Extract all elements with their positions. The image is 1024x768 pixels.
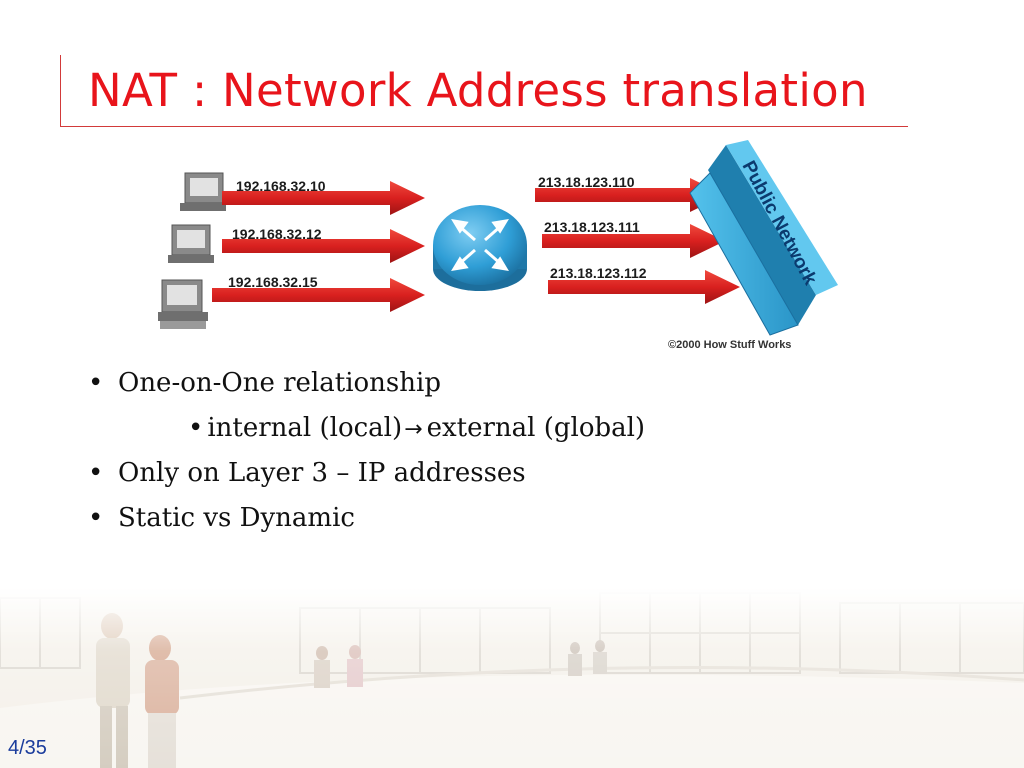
bullet-marker: •	[88, 368, 104, 398]
page-number: 4/35	[8, 737, 47, 759]
bullet-text: Static vs Dynamic	[118, 503, 355, 533]
title-vertical-rule	[60, 55, 61, 127]
nat-diagram: 192.168.32.10 192.168.32.12 192.168.32.1…	[158, 140, 838, 351]
bullet-text: One-on-One relationship	[118, 368, 441, 398]
sub-bullet-text-after: external (global)	[426, 413, 646, 443]
title-horizontal-rule	[60, 126, 908, 127]
computer-icon-1	[180, 172, 226, 211]
bullet-item: • One-on-One relationship	[88, 370, 441, 396]
internal-ip-2: 192.168.32.12	[232, 226, 322, 242]
sub-bullet-item: •internal (local)→external (global)	[188, 415, 645, 441]
bullet-marker: •	[188, 413, 204, 443]
red-arrow-internal-1	[222, 181, 425, 215]
external-ip-2: 213.18.123.111	[544, 219, 640, 235]
computer-icon-3	[158, 279, 208, 329]
bullet-marker: •	[88, 458, 104, 488]
bullet-item: • Static vs Dynamic	[88, 505, 355, 531]
external-ip-3: 213.18.123.112	[550, 265, 647, 281]
computer-icon-2	[168, 224, 214, 263]
right-arrow-icon: →	[404, 417, 423, 442]
bullet-item: • Only on Layer 3 – IP addresses	[88, 460, 526, 486]
background-office-photo	[0, 588, 1024, 768]
red-arrow-external-1	[535, 178, 725, 212]
red-arrow-external-3	[548, 270, 740, 304]
internal-ip-1: 192.168.32.10	[236, 178, 326, 194]
image-credit: ©2000 How Stuff Works	[668, 339, 791, 351]
red-arrow-external-2	[542, 224, 725, 258]
internal-ip-3: 192.168.32.15	[228, 274, 318, 290]
bullet-marker: •	[88, 503, 104, 533]
external-ip-1: 213.18.123.110	[538, 174, 635, 190]
sub-bullet-text-before: internal (local)	[207, 413, 403, 443]
red-arrow-internal-3	[212, 278, 425, 312]
red-arrow-internal-2	[222, 229, 425, 263]
router-icon	[433, 205, 527, 291]
slide-title: NAT : Network Address translation	[88, 64, 868, 117]
bullet-text: Only on Layer 3 – IP addresses	[118, 458, 526, 488]
